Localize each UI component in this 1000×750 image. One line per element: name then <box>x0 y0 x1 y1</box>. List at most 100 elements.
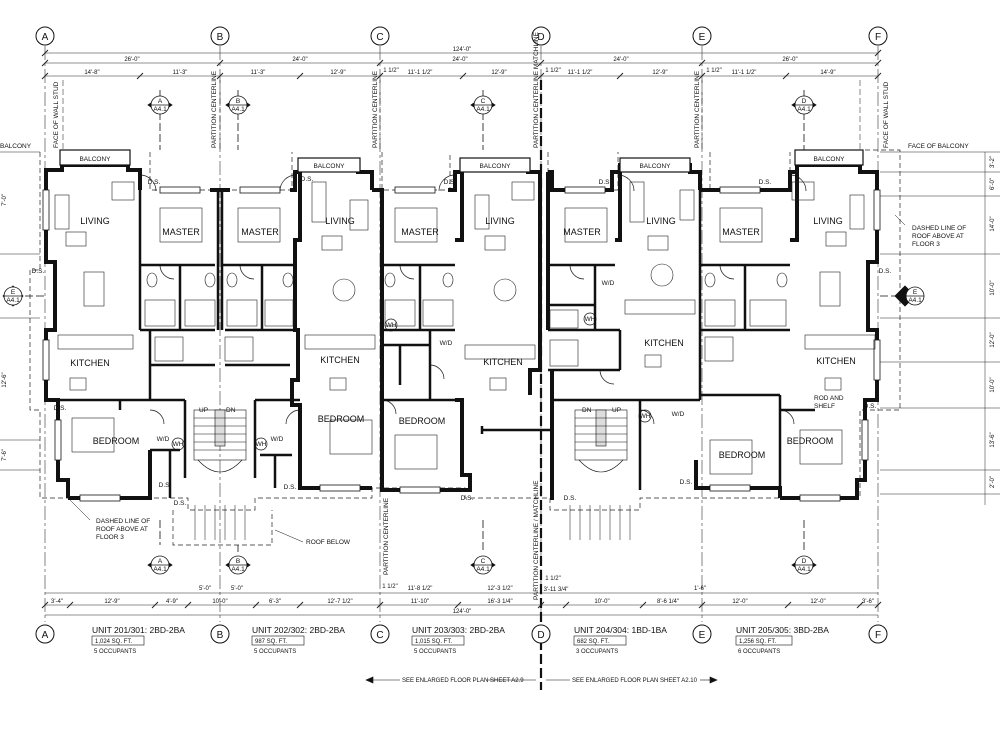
grid-bubble <box>370 624 390 644</box>
ds-label: D.S. <box>879 268 892 275</box>
section-sheet: A4.1 <box>231 106 245 113</box>
leader-line <box>894 214 906 226</box>
balcony-label: BALCONY <box>313 163 345 170</box>
living-label: LIVING <box>813 216 843 226</box>
kitchen-label: KITCHEN <box>816 356 856 366</box>
section-letter: C <box>481 98 486 105</box>
ds-label: D.S. <box>564 495 577 502</box>
dim-left: 12'-6" <box>2 372 8 387</box>
dim-overall-top: 124'-0" <box>453 47 472 53</box>
living-label: LIVING <box>325 216 355 226</box>
unit-sqft: 987 SQ. FT. <box>255 639 287 645</box>
grid-bubbles-top <box>35 26 888 46</box>
dim-bottom-b: 5'-0" <box>231 586 243 592</box>
wh-label: WH <box>640 413 651 420</box>
dim-bottom: 12'-9" <box>104 599 119 605</box>
kitchen-label: KITCHEN <box>70 358 110 368</box>
dim-bay: 24'-0" <box>452 57 467 63</box>
bedroom-label: BEDROOM <box>719 450 766 460</box>
dim-bottom-b: 1 1/2" <box>382 584 397 590</box>
exterior-walls <box>44 163 879 500</box>
unit-occupants: 5 OCCUPANTS <box>254 649 296 655</box>
wh-label: WH <box>386 322 397 329</box>
rod-shelf-label: SHELF <box>814 403 835 410</box>
unit-title: UNIT 202/302: 2BD-2BA <box>252 625 345 635</box>
dim-right: 3'-2" <box>990 156 996 168</box>
grid-bubble <box>531 624 551 644</box>
grid-bubble <box>692 624 712 644</box>
balcony-label: BALCONY <box>639 163 671 170</box>
dim-sub: 12'-9" <box>330 70 345 76</box>
section-sheet: A4.1 <box>6 297 20 304</box>
face-of-wall-stud-label: FACE OF WALL STUD <box>53 81 60 148</box>
unit-sqft: 1,256 SQ. FT. <box>739 639 776 645</box>
master-label: MASTER <box>401 227 439 237</box>
ds-label: D.S. <box>284 484 297 491</box>
unit-block: UNIT 204/304: 1BD-1BA 682 SQ. FT. 3 OCCU… <box>573 625 667 655</box>
wd-label: W/D <box>440 340 453 347</box>
dashed-roof-note-line: FLOOR 3 <box>96 534 124 541</box>
ds-label: D.S. <box>680 479 693 486</box>
stair-west <box>193 409 247 473</box>
lower-stair-runs <box>194 505 631 540</box>
grid-label-bottom: F <box>875 630 881 641</box>
section-bubbles <box>2 95 925 575</box>
grid-bubble <box>370 26 390 46</box>
dim-sub: 11'-1 1/2" <box>568 70 593 76</box>
dim-bottom: 12'-0" <box>732 599 747 605</box>
partition-matchline-label: PARTITION CENTERLINE MATCHLINE <box>533 31 540 148</box>
ds-label: D.S. <box>864 403 877 410</box>
partition-centerline-label: PARTITION CENTERLINE <box>694 70 701 148</box>
unit-sqft: 1,015 SQ. FT. <box>415 639 452 645</box>
dim-sub: 14'-8" <box>84 70 99 76</box>
balcony <box>59 149 131 166</box>
grid-label-top: C <box>376 32 383 43</box>
unit-block: UNIT 203/303: 2BD-2BA 1,015 SQ. FT. 5 OC… <box>411 625 505 655</box>
dim-bottom: 10'-0" <box>594 599 609 605</box>
dim-bottom: 6'-3" <box>269 599 281 605</box>
grid-bubbles-bottom <box>35 624 888 644</box>
unit-legend: UNIT 201/301: 2BD-2BA 1,024 SQ. FT. 5 OC… <box>91 625 829 655</box>
ds-label: D.S. <box>444 179 457 186</box>
ds-label: D.S. <box>159 482 172 489</box>
section-sheet: A4.1 <box>797 106 811 113</box>
dim-bottom: 3'-11 3/4" <box>544 587 569 593</box>
section-sheet: A4.1 <box>231 566 245 573</box>
grid-bubble <box>35 624 55 644</box>
grid-lines <box>44 46 879 622</box>
master-label: MASTER <box>162 227 200 237</box>
grid-label-bottom: A <box>42 630 49 641</box>
unit-occupants: 3 OCCUPANTS <box>576 649 618 655</box>
section-letter: A <box>158 98 163 105</box>
unit-title: UNIT 205/305: 3BD-2BA <box>736 625 829 635</box>
balcony-label: BALCONY <box>813 156 845 163</box>
grid-label-bottom: C <box>376 630 383 641</box>
dim-bottom: 3'-4" <box>51 599 63 605</box>
wh-label: WH <box>256 441 267 448</box>
leader-line <box>274 529 304 543</box>
stair-down-label: DN <box>226 407 236 414</box>
partition-matchline-label: PARTITION CENTERLINE / MATCHLINE <box>533 480 540 600</box>
dim-bay: 26'-0" <box>782 57 797 63</box>
unit-block: UNIT 202/302: 2BD-2BA 987 SQ. FT. 5 OCCU… <box>251 625 345 655</box>
section-letter: E <box>11 289 16 296</box>
partition-centerline-label: PARTITION CENTERLINE <box>372 70 379 148</box>
stair-east <box>574 409 628 473</box>
ds-label: D.S. <box>148 179 161 186</box>
reference-left: SEE ENLARGED FLOOR PLAN SHEET A2.9 <box>402 678 524 684</box>
dim-bay: 24'-0" <box>292 57 307 63</box>
dim-right: 10'-0" <box>990 280 996 295</box>
dim-bottom: 12'-0" <box>810 599 825 605</box>
dim-right: 6'-0" <box>990 178 996 190</box>
dashed-roof-note-line: DASHED LINE OF <box>912 225 966 232</box>
dim-bottom: 11'-10" <box>411 599 429 605</box>
bottom-dimension-lines <box>41 592 882 616</box>
dim-sub: 11'-3" <box>251 70 266 76</box>
wh-label: WH <box>585 316 596 323</box>
grid-bubble <box>868 624 888 644</box>
dim-bottom-b: 11'-8 1/2" <box>408 586 433 592</box>
dim-sub: 12'-9" <box>491 70 506 76</box>
unit-sqft: 682 SQ. FT. <box>577 639 609 645</box>
furniture <box>54 181 876 475</box>
grid-bubble <box>35 26 55 46</box>
